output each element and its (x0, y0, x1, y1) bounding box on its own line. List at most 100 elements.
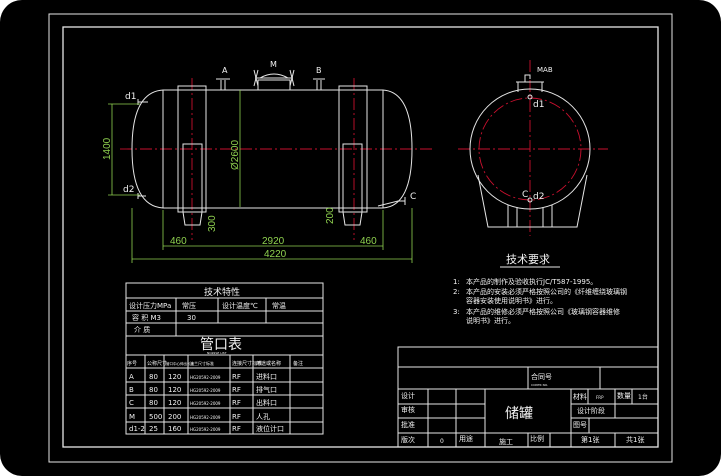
total-sheets: 共1张 (626, 435, 644, 444)
design-stage-label: 设计阶段 (577, 406, 605, 415)
checker-label: 审核 (401, 405, 415, 414)
nozzle-header-3: 法兰尺寸标准 (190, 360, 214, 366)
nozzle-table-title: 管口表 (200, 337, 242, 353)
designer-label: 设计 (401, 391, 415, 400)
nozzle-cell: 排气口 (256, 385, 277, 394)
manhole-m (255, 73, 293, 90)
nozzle-cell: 160 (168, 425, 181, 433)
req-line-2b: 容器安装使用说明书》进行。 (466, 296, 557, 305)
nozzle-header-2: 管口中心伸出长度 (166, 361, 194, 366)
nozzle-cell: RF (232, 386, 241, 394)
nozzle-cell: B (129, 386, 134, 394)
inner-frame (62, 26, 659, 448)
nozzle-b (313, 78, 325, 90)
saddle-right-plate (342, 143, 363, 213)
scale-label: 比例 (530, 434, 544, 443)
purpose-label: 用途 (459, 434, 473, 443)
quantity-label: 数量 (617, 391, 631, 400)
side-view: MAB d1 C d2 (458, 60, 608, 236)
nozzle-d2-label: d2 (123, 185, 134, 195)
pressure-label: 设计压力MPa (129, 301, 171, 310)
dim-saddle-left: 300 (207, 215, 218, 232)
drawing-title: 储罐 (505, 406, 533, 422)
nozzle-cell: 液位计口 (256, 424, 284, 433)
dimensions: 1400 Ø2600 300 200 460 2920 460 4220 (102, 90, 413, 263)
nozzle-table-subtitle: NOZZLE LIST (207, 351, 227, 355)
material-label: 材料 (573, 392, 587, 401)
nozzle-b-label: B (316, 66, 322, 75)
volume-label: 容 积 M3 (132, 313, 161, 322)
tank-cross-section (469, 88, 591, 210)
dim-saddle-right: 200 (325, 207, 336, 224)
nozzle-cell: 出料口 (256, 398, 277, 407)
revision-value: 0 (440, 438, 444, 445)
req-num-1: 1: (453, 278, 460, 286)
drawing-no-label: 图号 (573, 421, 587, 429)
nozzle-cell: 120 (168, 386, 181, 394)
title-block: 合同号 CONTR NO. 设计 审核 批准 版次 0 用途 施工 比例 储罐 … (397, 346, 659, 448)
dim-diameter: Ø2600 (230, 140, 241, 170)
revision-label: 版次 (401, 435, 415, 444)
nozzle-cell: d1-2 (129, 425, 145, 433)
temp-label: 设计温度℃ (222, 301, 258, 310)
nozzle-header-4: 连接尺寸标准 (232, 360, 262, 367)
nozzle-cell: 120 (168, 373, 181, 381)
nozzle-cell: C (129, 399, 134, 407)
nozzle-cell: RF (232, 413, 241, 421)
nozzle-cell: HG20592-2009 (190, 427, 221, 432)
nozzle-c (377, 197, 406, 207)
nozzle-cell: 80 (149, 386, 158, 394)
nozzle-cell: HG20592-2009 (190, 388, 221, 393)
side-manhole (516, 74, 544, 92)
d2-point (527, 197, 533, 203)
front-view: A M B d1 d2 C 1400 Ø2600 300 200 460 292… (102, 60, 432, 263)
nozzle-cell: RF (232, 425, 241, 433)
req-num-2: 2: (453, 288, 460, 296)
side-saddle (477, 174, 588, 228)
nozzle-a (216, 78, 230, 90)
tech-req-title: 技术要求 (506, 253, 550, 266)
nozzle-c-label: C (410, 192, 416, 202)
sheet-number: 第1张 (581, 435, 599, 444)
nozzle-cell: 500 (149, 413, 162, 421)
saddle-left-plate (182, 143, 203, 213)
side-c-label: C (522, 190, 528, 200)
nozzle-d1-label: d1 (125, 92, 136, 102)
purpose-value: 施工 (499, 437, 513, 446)
dim-right-offset: 460 (360, 236, 377, 247)
nozzle-cell: 进料口 (256, 372, 277, 381)
nozzle-header-1: 公称尺寸 (147, 360, 167, 367)
contract-sub: CONTR NO. (531, 383, 548, 387)
volume-value: 30 (187, 314, 196, 322)
dim-span: 2920 (262, 236, 285, 247)
saddle-left-foot (182, 211, 203, 226)
nozzle-a-label: A (222, 66, 228, 75)
nozzle-cell: 80 (149, 373, 158, 381)
side-top-label: MAB (537, 66, 553, 74)
nozzle-header-5: 用途或名称 (256, 360, 281, 367)
nozzle-header-6: 备注 (293, 360, 303, 367)
nozzle-cell: 人孔 (256, 413, 270, 421)
saddle-ribs (507, 205, 553, 227)
inner-circle (478, 97, 582, 201)
saddle-right-foot (342, 211, 363, 226)
dim-height: 1400 (102, 137, 113, 160)
pressure-value: 常压 (182, 301, 196, 310)
nozzle-cell: M (129, 413, 135, 421)
nozzle-cell: 25 (149, 425, 158, 433)
tech-requirements: 技术要求 1: 本产品的制作及验收执行JC/T587-1995。 2: 本产品的… (453, 253, 627, 325)
nozzle-d2 (137, 193, 146, 199)
nozzle-cell: HG20592-2009 (190, 415, 221, 420)
side-d2-label: d2 (533, 192, 544, 202)
nozzle-cell: RF (232, 399, 241, 407)
side-d1-label: d1 (533, 100, 544, 110)
material-value: FRP (596, 395, 604, 400)
req-line-3a: 本产品的维修必须严格按照公司《玻璃钢容器维修 (466, 307, 620, 316)
tech-spec-table: 技术特性 设计压力MPa 常压 设计温度℃ 常温 容 积 M3 30 介 质 管… (125, 282, 324, 435)
manhole-bolts (253, 69, 295, 87)
manhole-label: M (270, 60, 277, 69)
nozzle-cell: HG20592-2009 (190, 401, 221, 406)
